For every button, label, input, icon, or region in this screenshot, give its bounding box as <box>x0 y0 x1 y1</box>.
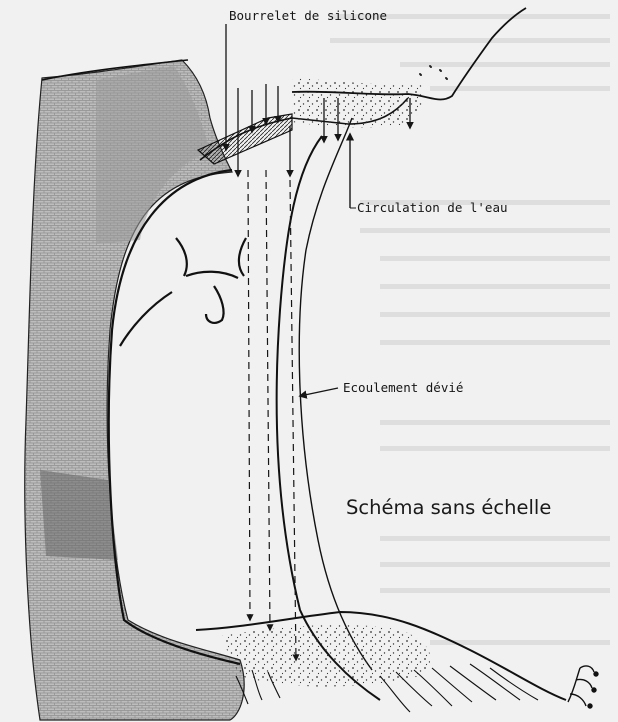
label-not-to-scale: Schéma sans échelle <box>346 496 551 519</box>
brow <box>186 272 238 278</box>
eye-left <box>176 238 187 276</box>
upper-rock-dots <box>420 66 447 79</box>
eye-right <box>239 238 246 276</box>
label-water-circulation: Circulation de l'eau <box>357 200 508 215</box>
plant-sprig-icon <box>568 666 598 708</box>
label-deflected-flow: Ecoulement dévié <box>343 380 463 395</box>
stippled-overhang <box>292 78 424 128</box>
lower-wall-band <box>40 470 118 560</box>
face-features <box>120 238 246 346</box>
dashed-flow-lines <box>248 170 296 660</box>
nose <box>206 286 224 323</box>
label-silicone-bead: Bourrelet de silicone <box>229 8 387 23</box>
channel-left-wall <box>277 136 380 700</box>
cheek <box>120 292 172 346</box>
bottom-rock-stipple <box>220 625 430 687</box>
bottom-rock <box>196 612 566 712</box>
deflected-flow-arrow <box>300 388 338 396</box>
